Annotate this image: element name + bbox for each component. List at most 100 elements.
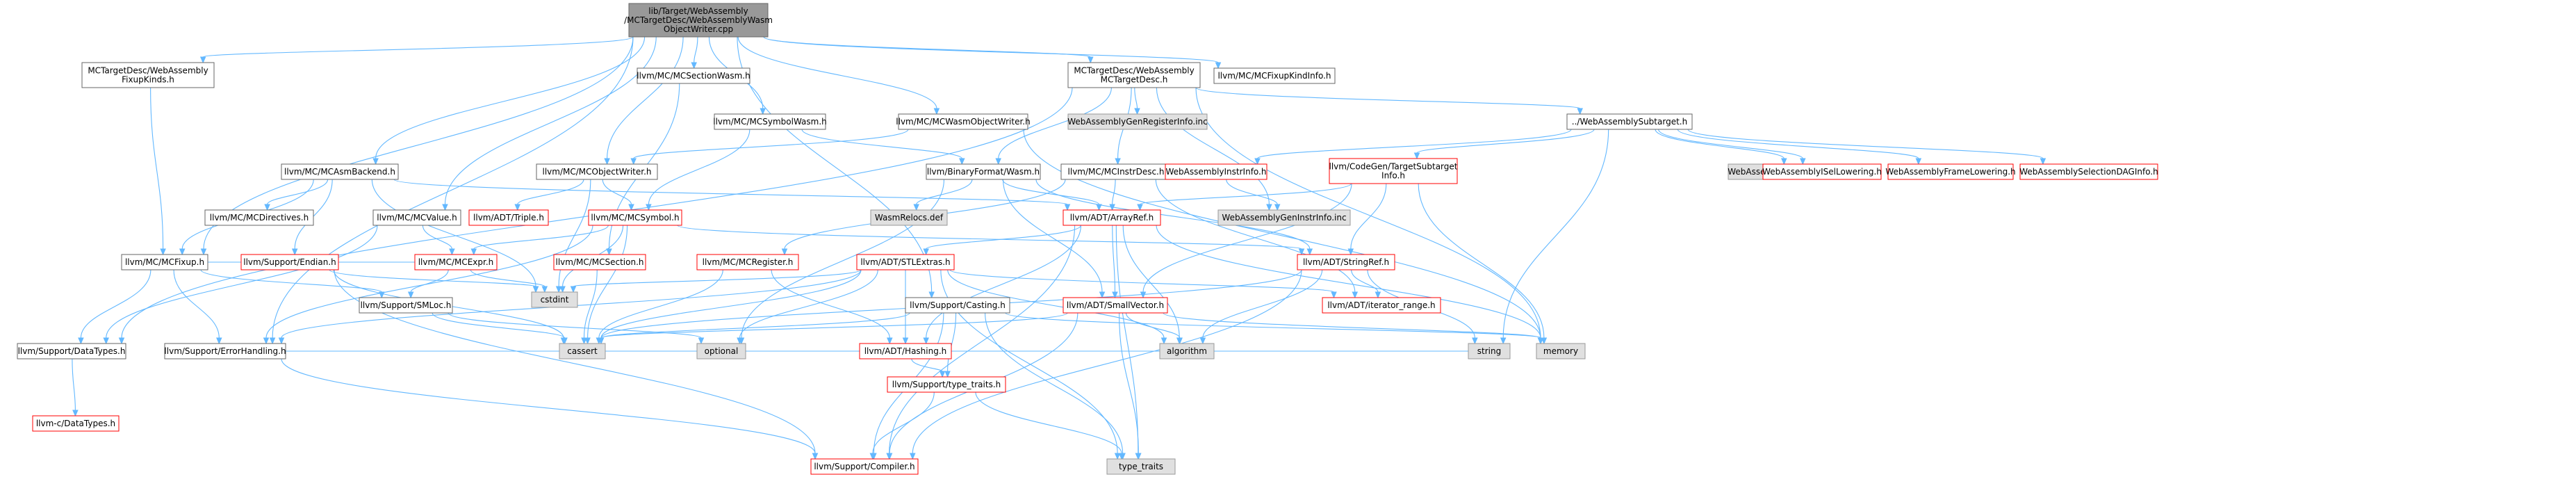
node-typetraits[interactable]: llvm/Support/type_traits.h — [887, 376, 1006, 393]
edge-mcfixup-to-datatypes — [78, 269, 151, 345]
node-mcvalue[interactable]: llvm/MC/MCValue.h — [372, 209, 461, 226]
edge-line — [265, 225, 593, 339]
node-mcfixup[interactable]: llvm/MC/MCFixup.h — [121, 254, 208, 270]
node-arrayref[interactable]: llvm/ADT/ArrayRef.h — [1063, 209, 1161, 226]
node-type_traits[interactable]: type_traits — [1106, 458, 1176, 475]
node-mcfixupkindinfo[interactable]: llvm/MC/MCFixupKindInfo.h — [1213, 67, 1336, 84]
node-instrinfo[interactable]: WebAssemblyInstrInfo.h — [1165, 163, 1268, 180]
node-compiler[interactable]: llvm/Support/Compiler.h — [810, 458, 919, 475]
edge-line — [267, 179, 329, 205]
edge-line — [1119, 312, 1139, 454]
node-iteratorrange[interactable]: llvm/ADT/iterator_range.h — [1322, 297, 1441, 314]
node-mcobjectwriter[interactable]: llvm/MC/MCObjectWriter.h — [536, 163, 658, 180]
arrowhead-icon — [1306, 248, 1313, 256]
node-label: llvm/Support/Endian.h — [243, 257, 336, 267]
node-casting[interactable]: llvm/Support/Casting.h — [905, 297, 1010, 314]
edge-line — [763, 36, 1219, 63]
node-string[interactable]: string — [1468, 343, 1511, 359]
node-label: llvm/MC/MCValue.h — [377, 213, 457, 223]
node-label: algorithm — [1167, 346, 1207, 356]
arrowhead-icon — [264, 204, 270, 211]
edge-line — [1112, 179, 1116, 205]
node-isellowering[interactable]: WebAssemblyISelLowering.h — [1762, 163, 1882, 180]
edge-line — [1155, 179, 1356, 293]
edge-line — [1005, 312, 1541, 339]
node-subtarget[interactable]: ../WebAssemblySubtarget.h — [1566, 113, 1693, 130]
node-mcsymbol[interactable]: llvm/MC/MCSymbol.h — [588, 209, 682, 226]
node-selectiondaginfo[interactable]: WebAssemblySelectionDAGInfo.h — [2019, 163, 2158, 180]
edge-line — [998, 87, 1112, 159]
node-box — [204, 209, 314, 226]
edge-line — [1163, 312, 1541, 339]
node-mcdirectives[interactable]: llvm/MC/MCDirectives.h — [204, 209, 314, 226]
node-label: llvm/Support/DataTypes.h — [18, 346, 126, 356]
node-memory[interactable]: memory — [1536, 343, 1586, 359]
node-box — [2019, 163, 2158, 180]
node-root[interactable]: lib/Target/WebAssembly/MCTargetDesc/WebA… — [624, 3, 773, 38]
node-smallvector[interactable]: llvm/ADT/SmallVector.h — [1063, 297, 1168, 314]
node-datatypes[interactable]: llvm/Support/DataTypes.h — [17, 343, 126, 359]
edge-smloc-to-cassert — [432, 312, 568, 345]
node-stlextras[interactable]: llvm/ADT/STLExtras.h — [856, 254, 955, 270]
edge-hashing-to-typetraits — [911, 358, 946, 378]
node-wasmrelocs[interactable]: WasmRelocs.def — [870, 209, 948, 226]
node-box — [859, 343, 952, 359]
edge-line — [1156, 225, 1541, 339]
node-framelowering[interactable]: WebAssemblyFrameLowering.h — [1885, 163, 2016, 180]
edge-line — [949, 269, 1335, 293]
edge-line — [1226, 179, 1278, 205]
edge-targetsubtargetinfo-to-memory — [1418, 183, 1548, 345]
node-label: MCTargetDesc/WebAssembly — [88, 66, 208, 76]
node-algorithm[interactable]: algorithm — [1159, 343, 1215, 359]
node-label: llvm/Support/SMLoc.h — [361, 300, 452, 310]
node-box — [1063, 297, 1168, 314]
edge-fixupkinds-to-mcfixup — [150, 87, 166, 256]
node-mcsection[interactable]: llvm/MC/MCSection.h — [553, 254, 646, 270]
node-mcwasmobjectwriter[interactable]: llvm/MC/MCWasmObjectWriter.h — [896, 113, 1031, 130]
node-box — [1762, 163, 1882, 180]
node-mcexpr[interactable]: llvm/MC/MCExpr.h — [414, 254, 498, 270]
node-mcsymbolwasm[interactable]: llvm/MC/MCSymbolWasm.h — [713, 113, 827, 130]
edge-line — [1256, 129, 1572, 159]
node-stringref[interactable]: llvm/ADT/StringRef.h — [1297, 254, 1395, 270]
node-binaryformatwasm[interactable]: llvm/BinaryFormat/Wasm.h — [926, 163, 1041, 180]
node-box — [1297, 254, 1395, 270]
arrowhead-icon — [581, 337, 587, 345]
edge-subtarget-to-string — [1500, 129, 1609, 345]
node-cstdint[interactable]: cstdint — [531, 291, 578, 308]
edge-line — [916, 179, 973, 205]
node-box — [1468, 343, 1511, 359]
edge-line — [911, 358, 943, 372]
node-errorhandling[interactable]: llvm/Support/ErrorHandling.h — [164, 343, 286, 359]
edge-root-to-mcfixupkindinfo — [763, 36, 1222, 70]
node-mcsectionwasm[interactable]: llvm/MC/MCSectionWasm.h — [637, 67, 750, 84]
node-box — [637, 67, 750, 84]
arrowhead-icon — [606, 248, 612, 256]
node-mcasmbackend[interactable]: llvm/MC/MCAsmBackend.h — [281, 163, 399, 180]
edge-line — [633, 129, 909, 159]
edge-line — [598, 269, 723, 339]
node-smloc[interactable]: llvm/Support/SMLoc.h — [359, 297, 453, 314]
node-label: cstdint — [541, 295, 569, 305]
edge-line — [202, 36, 634, 58]
node-cassert[interactable]: cassert — [559, 343, 606, 359]
node-geninstrinfo[interactable]: WebAssemblyGenInstrInfo.inc — [1217, 209, 1351, 226]
arrowhead-icon — [559, 286, 566, 293]
node-triple[interactable]: llvm/ADT/Triple.h — [468, 209, 549, 226]
node-cdatatypes[interactable]: llvm-c/DataTypes.h — [32, 415, 120, 432]
arrowhead-icon — [561, 337, 568, 345]
node-mcinstrdesc[interactable]: llvm/MC/MCInstrDesc.h — [1060, 163, 1172, 180]
node-label: WebAssemblyGenRegisterInfo.inc — [1067, 117, 1208, 127]
node-genregisterinfo[interactable]: WebAssemblyGenRegisterInfo.inc — [1067, 113, 1208, 130]
arrowhead-icon — [1472, 337, 1478, 345]
node-mcregister[interactable]: llvm/MC/MCRegister.h — [696, 254, 799, 270]
node-hashing[interactable]: llvm/ADT/Hashing.h — [859, 343, 952, 359]
node-label: llvm/MC/MCSectionWasm.h — [637, 71, 750, 81]
edge-line — [912, 269, 1302, 454]
node-endian[interactable]: llvm/Support/Endian.h — [240, 254, 339, 270]
edge-line — [677, 225, 1302, 250]
node-optional[interactable]: optional — [696, 343, 746, 359]
